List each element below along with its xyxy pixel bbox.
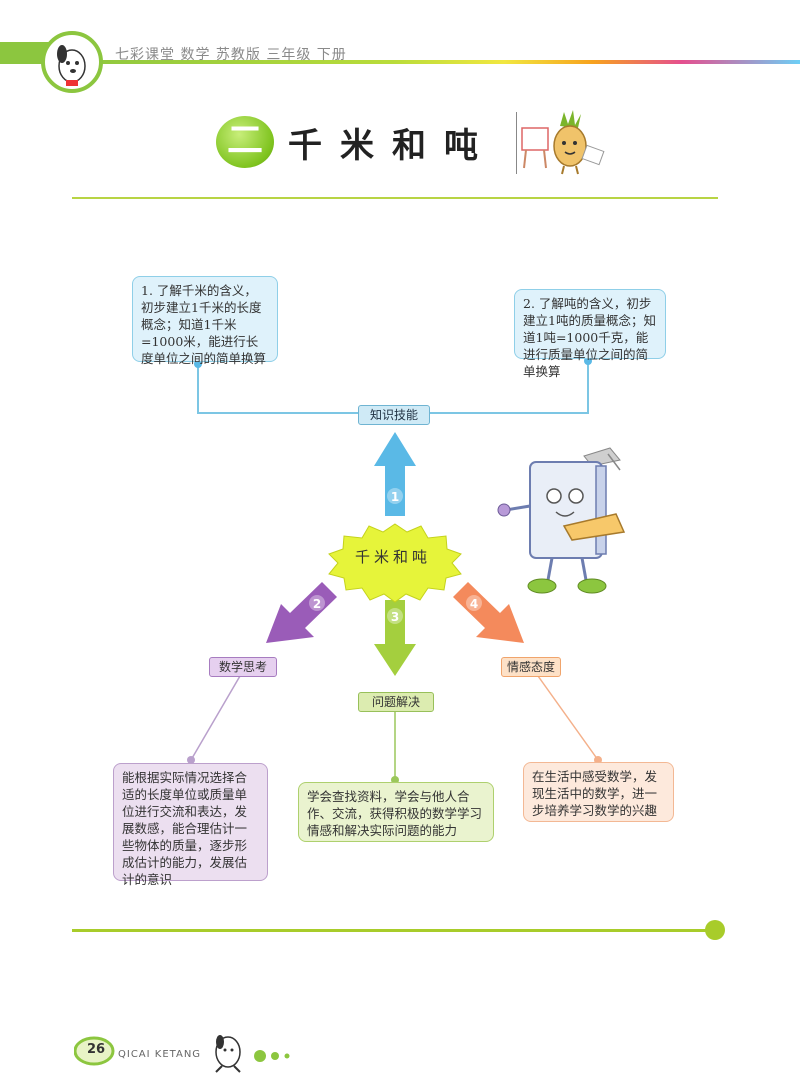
box-problem-solving-goal: 学会查找资料，学会与他人合作、交流，获得积极的数学学习情感和解决实际问题的能力 — [298, 782, 494, 842]
book-series-title: 七彩课堂 数学 苏教版 三年级 下册 — [115, 47, 347, 63]
bottom-divider — [72, 929, 712, 932]
tag-math-thinking: 数学思考 — [209, 657, 277, 677]
arrow-knowledge — [374, 432, 416, 516]
arrow-attitude — [453, 582, 524, 643]
top-divider — [72, 197, 718, 199]
chapter-number-badge: 二 — [216, 116, 274, 168]
chapter-title: 千米和吨 — [288, 126, 496, 166]
connector-knowledge-right — [428, 359, 589, 414]
footer-brand: QICAI KETANG — [118, 1049, 202, 1060]
arrow-number: 1 — [391, 490, 399, 504]
arrow-number: 2 — [313, 597, 321, 611]
title-divider — [516, 112, 517, 174]
arrow-thinking — [266, 582, 337, 643]
pineapple-mascot-icon — [521, 110, 605, 175]
arrow-number: 3 — [391, 610, 399, 624]
box-ton-goal: 2. 了解吨的含义，初步建立1吨的质量概念；知道1吨=1000千克，能进行质量单… — [514, 289, 666, 379]
connector-attitude — [537, 675, 599, 761]
tag-emotional-attitude: 情感态度 — [501, 657, 561, 677]
bottom-divider-dot — [705, 920, 725, 940]
footer-mascot-icon — [215, 1035, 290, 1073]
page-number-badge — [74, 1036, 115, 1066]
arrow-number: 4 — [470, 597, 478, 611]
tag-knowledge-skills: 知识技能 — [358, 405, 430, 425]
mindmap-center-label: 千米和吨 — [354, 548, 431, 566]
arrow-problem — [374, 600, 416, 676]
box-kilometer-goal: 1. 了解千米的含义，初步建立1千米的长度概念；知道1千米=1000米，能进行长… — [132, 276, 278, 366]
connector-dot — [194, 360, 202, 368]
tag-problem-solving: 问题解决 — [358, 692, 434, 712]
page-number: 26 — [86, 1042, 106, 1057]
connector-thinking — [190, 675, 241, 761]
connector-knowledge-left — [197, 362, 358, 414]
book-mascot-icon — [497, 447, 626, 594]
connector-dot — [584, 357, 592, 365]
mascot-dog-icon — [41, 31, 103, 93]
connector-dot — [187, 756, 195, 764]
center-burst — [328, 523, 462, 603]
box-attitude-goal: 在生活中感受数学，发现生活中的数学，进一步培养学习数学的兴趣 — [523, 762, 674, 822]
box-math-thinking-goal: 能根据实际情况选择合适的长度单位或质量单位进行交流和表达，发展数感，能合理估计一… — [113, 763, 268, 887]
